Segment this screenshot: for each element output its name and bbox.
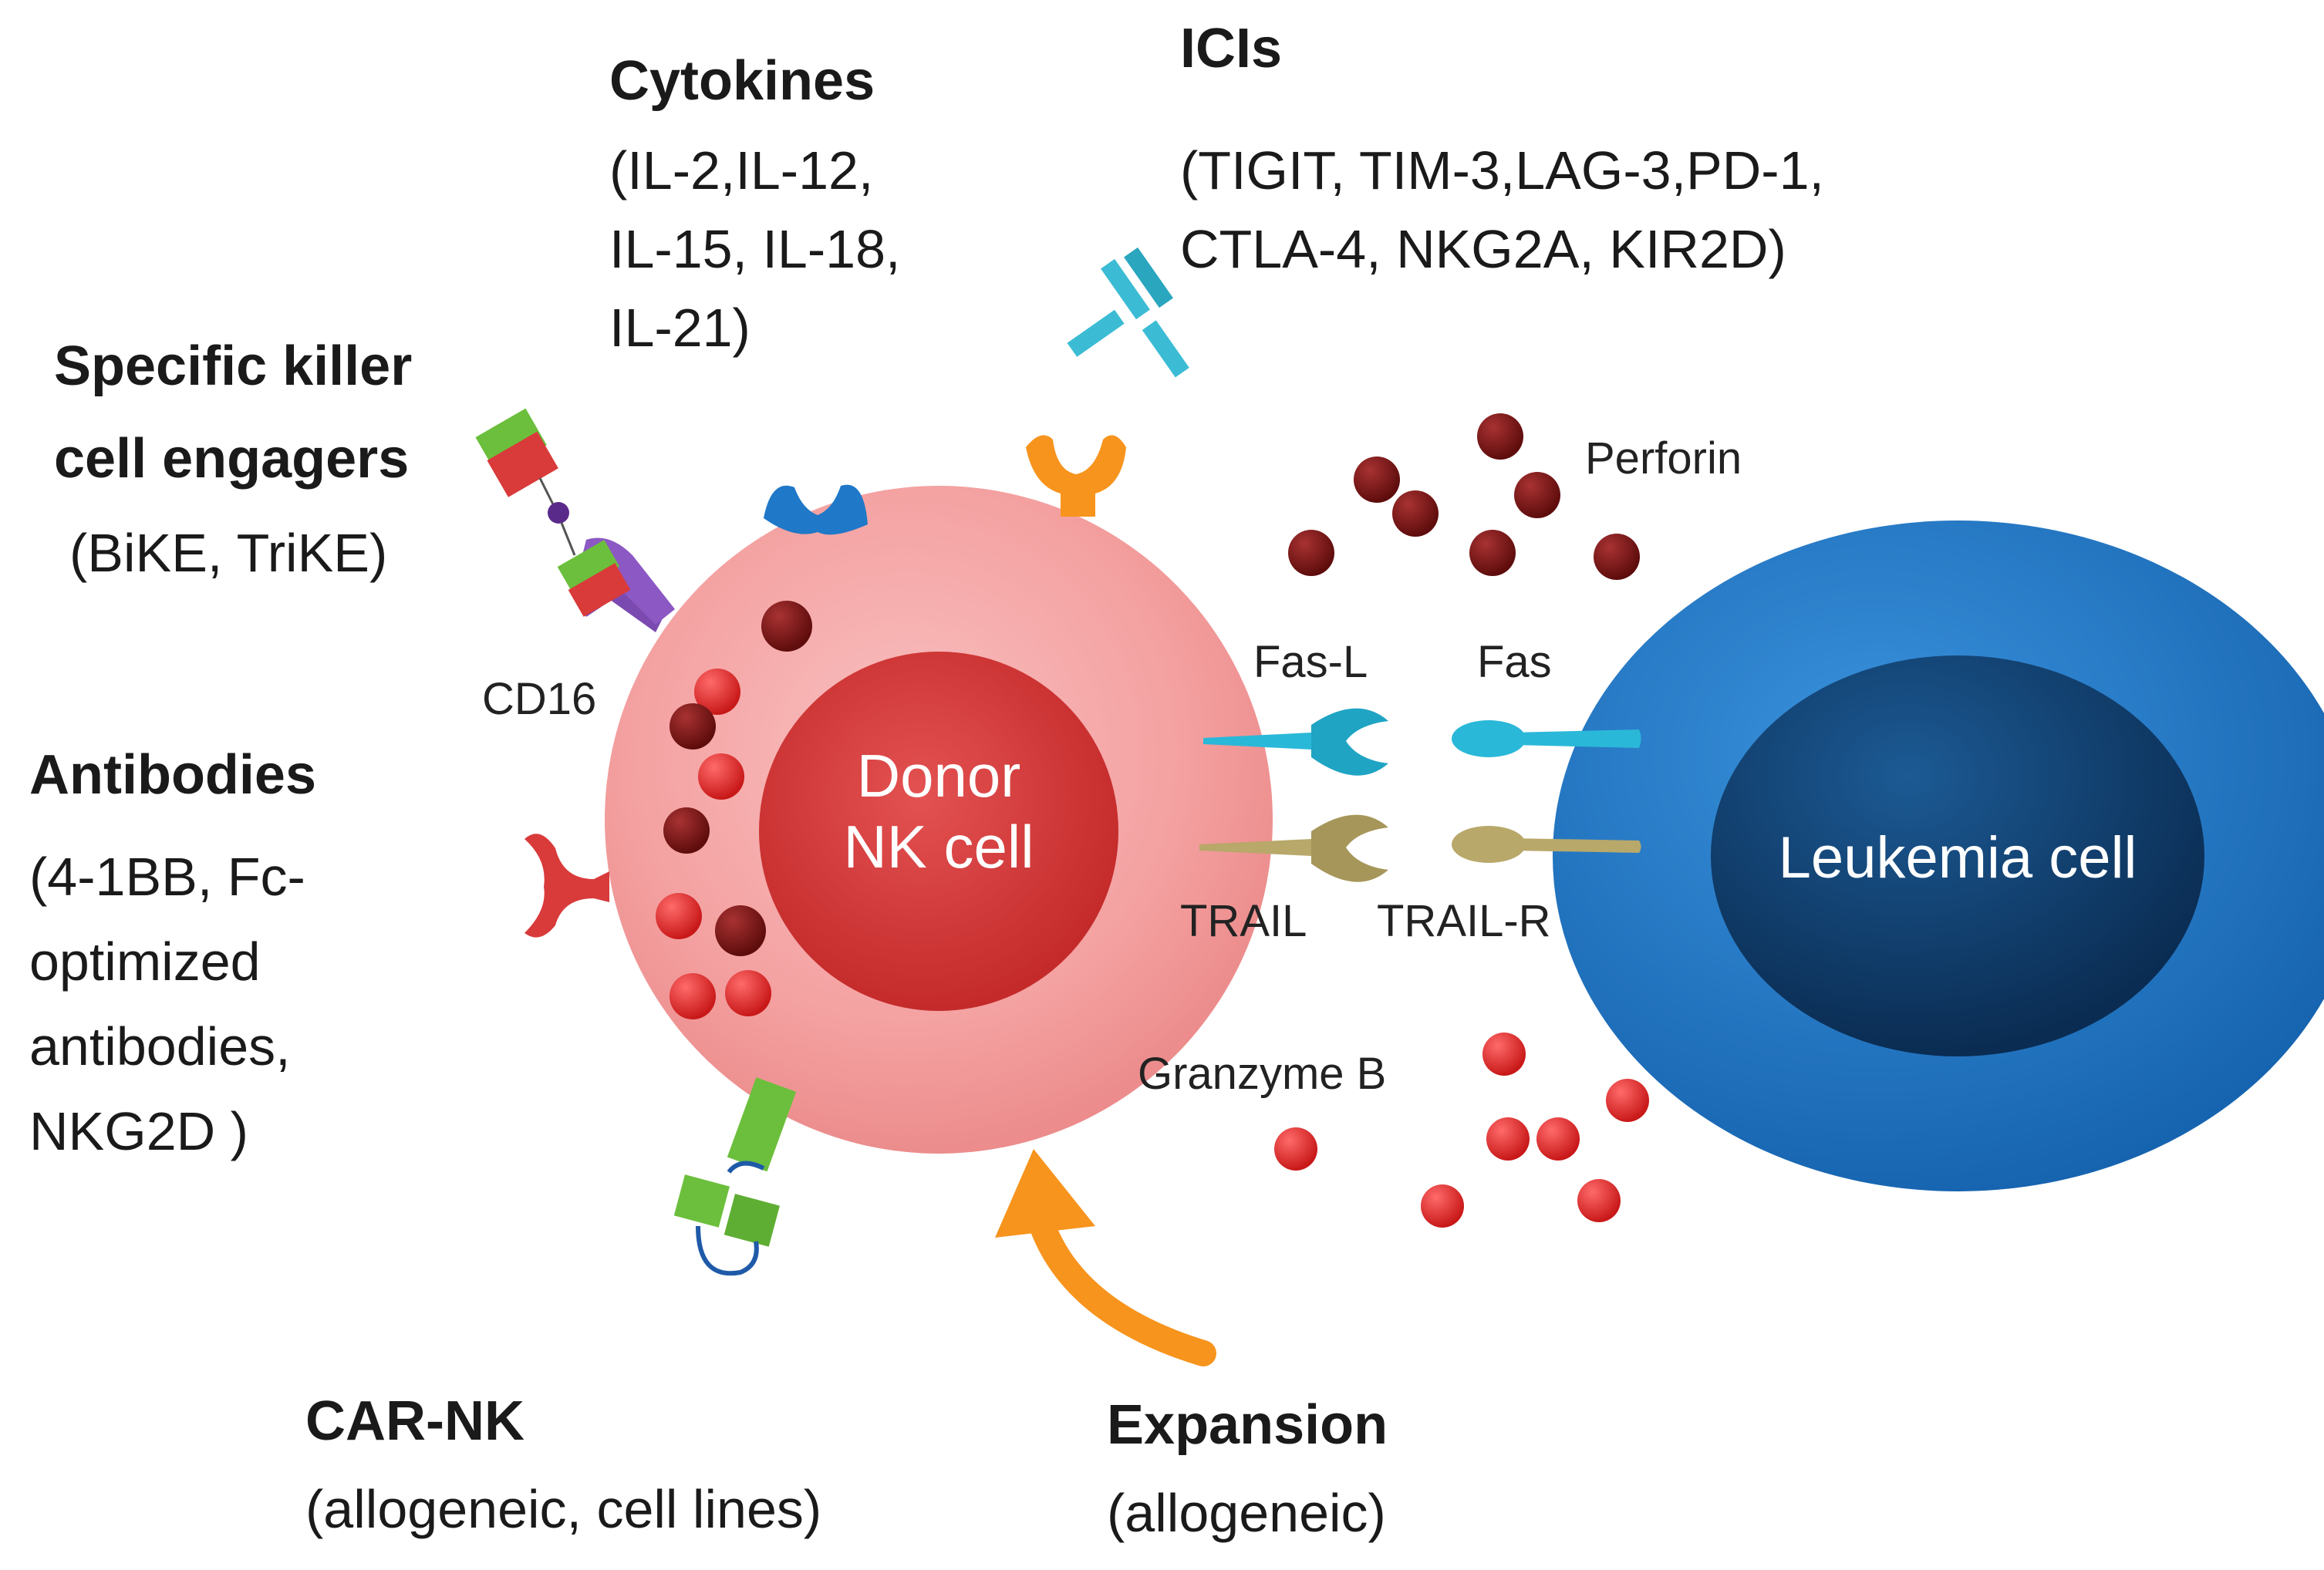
car-receptor bbox=[673, 1077, 797, 1276]
perforin-label: Perforin bbox=[1585, 433, 1742, 483]
nk-internal-granules bbox=[656, 601, 812, 1019]
donor-nk-label: Donor NK cell bbox=[784, 740, 1093, 882]
trail-r-label: TRAIL-R bbox=[1377, 896, 1551, 946]
fas-l-receptor bbox=[1203, 708, 1388, 776]
cd16-label: CD16 bbox=[482, 674, 597, 724]
expansion-sub: (allogeneic) bbox=[1107, 1483, 1386, 1543]
antibody-receptor bbox=[525, 834, 609, 938]
cytokines-line2: IL-15, IL-18, bbox=[609, 219, 901, 279]
antibodies-line1: (4-1BB, Fc- bbox=[29, 847, 305, 907]
engagers-title-line2: cell engagers bbox=[54, 428, 410, 490]
fas-label: Fas bbox=[1477, 637, 1552, 687]
antibodies-line2: optimized bbox=[29, 932, 261, 992]
antibodies-line3: antibodies, bbox=[29, 1016, 291, 1076]
antibodies-line4: NKG2D ) bbox=[29, 1101, 248, 1161]
trail-label: TRAIL bbox=[1180, 896, 1307, 946]
icis-line2: CTLA-4, NKG2A, KIR2D) bbox=[1180, 219, 1786, 279]
cytokines-line3: IL-21) bbox=[609, 298, 750, 358]
icis-title: ICIs bbox=[1180, 18, 1283, 79]
blue-receptor bbox=[764, 484, 868, 535]
antibodies-title: Antibodies bbox=[29, 744, 316, 806]
cytokines-line1: (IL-2,IL-12, bbox=[609, 140, 874, 200]
trail-r-receptor bbox=[1452, 826, 1641, 863]
fas-l-label: Fas-L bbox=[1253, 637, 1368, 687]
bike-engager bbox=[475, 408, 631, 617]
fas-receptor bbox=[1452, 720, 1641, 757]
donor-nk-cell bbox=[605, 486, 1273, 1154]
leukemia-label: Leukemia cell bbox=[1778, 825, 2137, 891]
cytokine-receptor bbox=[1026, 435, 1126, 517]
granzyme-granules bbox=[1274, 1033, 1649, 1228]
expansion-arrow bbox=[995, 1149, 1216, 1366]
donor-nk-label-line1: Donor bbox=[856, 742, 1021, 810]
engagers-title-line1: Specific killer bbox=[54, 335, 413, 397]
leukemia-cell bbox=[1553, 521, 2324, 1191]
engagers-sub: (BiKE, TriKE) bbox=[69, 523, 388, 583]
cytokines-title: Cytokines bbox=[609, 50, 875, 112]
car-nk-title: CAR-NK bbox=[305, 1390, 525, 1452]
trail-receptor bbox=[1199, 814, 1388, 882]
donor-nk-label-line2: NK cell bbox=[843, 813, 1034, 881]
car-nk-sub: (allogeneic, cell lines) bbox=[305, 1479, 822, 1539]
granzyme-label: Granzyme B bbox=[1138, 1049, 1387, 1099]
expansion-title: Expansion bbox=[1107, 1394, 1388, 1456]
icis-line1: (TIGIT, TIM-3,LAG-3,PD-1, bbox=[1180, 140, 1824, 200]
ici-antibody bbox=[1067, 247, 1189, 378]
perforin-granules bbox=[1288, 413, 1640, 580]
